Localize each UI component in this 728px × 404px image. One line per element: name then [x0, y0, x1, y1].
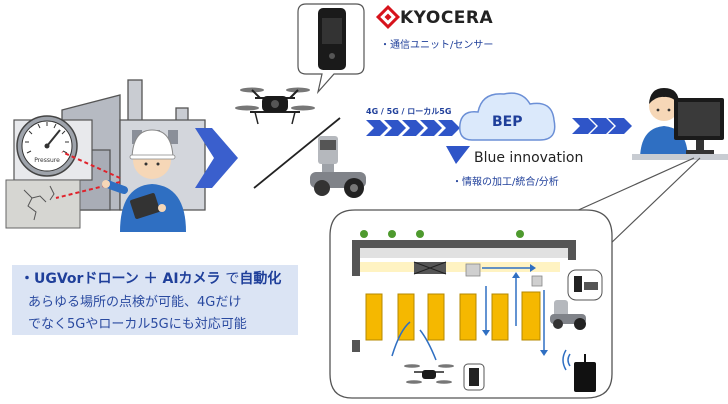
summary-line-1: ・UGVorドローン ＋ AIカメラ で自動化 — [20, 268, 281, 288]
blue-innovation-brand: Blue innovation — [474, 150, 584, 166]
summary-line-2: あらゆる場所の点検が可能、4Gだけ — [28, 295, 242, 310]
flow-arrow-main — [195, 128, 238, 188]
cracked-wall-icon — [5, 179, 81, 229]
summary-line-1-part-1: ・UGVorドローン ＋ AIカメラ — [20, 271, 221, 287]
pressure-gauge-icon: Pressure — [13, 115, 93, 181]
wifi-signal-icon — [562, 349, 596, 392]
summary-box — [12, 265, 298, 335]
cloud-icon — [459, 92, 556, 141]
map-drone-icon — [404, 363, 485, 391]
summary-line-1-part-3: 自動化 — [239, 271, 282, 287]
communication-unit-icon — [297, 3, 365, 95]
kyocera-description: ・通信ユニット/センサー — [380, 40, 494, 51]
floor-map-icon — [352, 230, 576, 361]
blue-innovation-description: ・情報の加工/統合/分析 — [452, 177, 559, 188]
cloud-label: BEP — [492, 114, 523, 130]
summary-line-3: でなく5Gやローカル5Gにも対応可能 — [28, 317, 247, 332]
gauge-label: Pressure — [34, 157, 60, 164]
tablet-icon — [130, 192, 166, 220]
summary-line-1-part-2: で — [225, 271, 240, 287]
ugv-robot-icon — [310, 136, 366, 198]
output-arrows — [572, 118, 632, 134]
drone-icon — [235, 87, 315, 125]
map-ugv-icon — [550, 269, 603, 330]
network-arrows — [366, 120, 460, 136]
blue-innovation-logo-icon — [446, 146, 470, 164]
kyocera-logo-icon — [375, 4, 401, 30]
monitor-icon — [632, 98, 728, 160]
kyocera-brand: KYOCERA — [400, 8, 494, 28]
network-label: 4G / 5G / ローカル5G — [366, 107, 452, 116]
